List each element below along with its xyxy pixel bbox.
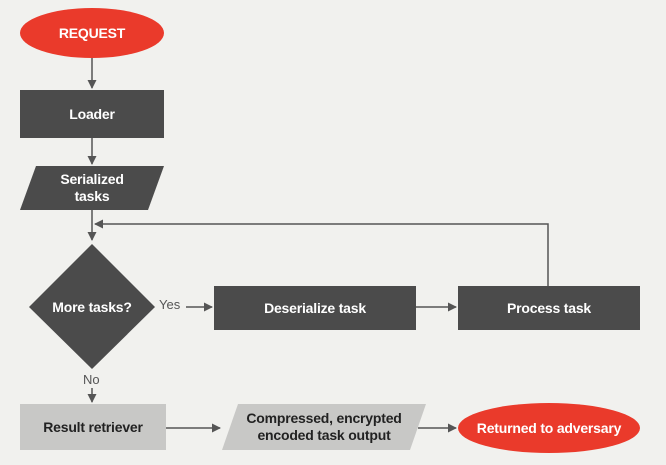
returned-to-adversary-label: Returned to adversary <box>476 419 622 436</box>
yes-edge-label: Yes <box>159 297 181 312</box>
deserialize-task-label: Deserialize task <box>264 299 366 316</box>
serialized-tasks-shape <box>20 166 164 210</box>
process-task-label: Process task <box>507 299 591 316</box>
compressed-output-label: Compressed, encrypted encoded task outpu… <box>246 410 402 443</box>
decision-diamond-shape <box>29 244 155 369</box>
loader-box-shape <box>20 90 164 138</box>
returned-terminal-shape <box>458 403 640 453</box>
request-terminal-shape <box>20 8 164 58</box>
result-retriever-shape <box>20 404 166 450</box>
serialized-tasks-label: Serialized tasks <box>60 171 124 204</box>
request-label: REQUEST <box>58 24 126 41</box>
arrow-loop-back <box>94 219 549 286</box>
result-retriever-label: Result retriever <box>43 418 143 435</box>
no-edge-label: No <box>83 372 100 387</box>
deserialize-box-shape <box>214 286 416 330</box>
compressed-output-shape <box>222 404 426 450</box>
process-box-shape <box>458 286 640 330</box>
decision-label: More tasks? <box>52 298 132 315</box>
loader-label: Loader <box>69 105 115 122</box>
